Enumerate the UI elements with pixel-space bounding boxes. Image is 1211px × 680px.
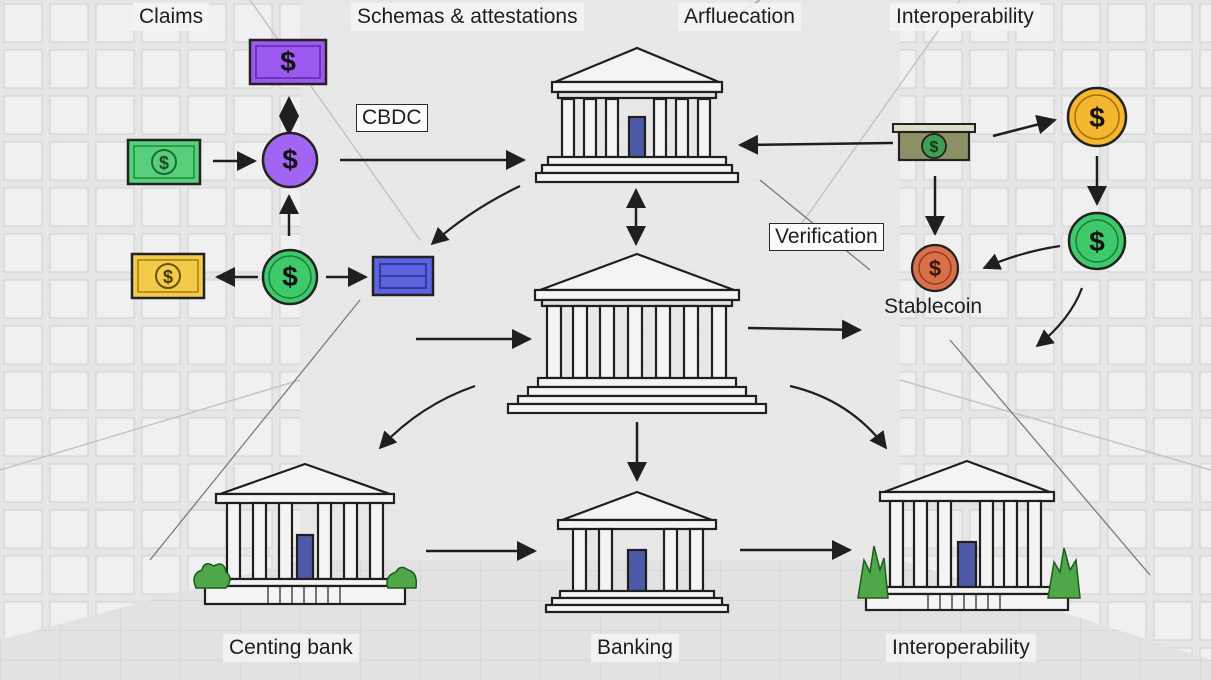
green-dollar-coin-icon [261,248,319,306]
arrow-note-to-orange-coin [992,114,1057,138]
central-bank-building-icon [506,252,768,415]
right-green-dollar-coin-icon [1067,211,1127,271]
top-bank-building-icon [534,46,740,184]
arrow-right-note-to-top-bank [738,134,894,155]
left-bank-shrub-icon [193,563,418,589]
label-cbdc: CBDC [356,104,428,132]
right-bank-building-icon [864,459,1070,612]
arrow-central-to-right-bank [789,384,888,450]
label-interoperability-top: Interoperability [890,3,1040,31]
arrow-central-bank-right [747,319,862,340]
right-bank-shrub-icon [857,545,1081,599]
middle-bank-building-icon [544,490,730,614]
label-verification: Verification [769,223,884,251]
arrow-green-coin-down [1035,287,1084,348]
purple-banknote-icon [248,38,328,86]
label-stablecoin: Stablecoin [884,295,983,318]
label-claims: Claims [133,3,210,31]
svg-text:$: $ [929,256,941,281]
arrow-top-bank-to-card [430,185,521,246]
svg-text:$: $ [159,153,169,173]
svg-text:$: $ [163,267,173,287]
label-schemas-attestations: Schemas & attestations [351,3,584,31]
label-interoperability-bottom: Interoperability [886,634,1036,662]
green-banknote-icon: $ [126,138,202,186]
blue-card-icon [371,255,435,297]
dark-green-banknote-icon: $ [892,123,976,162]
arrow-green-coin-to-stablecoin [982,244,1061,270]
orange-dollar-coin-icon [1066,86,1128,148]
yellow-banknote-icon: $ [130,252,206,300]
label-centing-bank: Centing bank [223,634,359,662]
label-arfluecation: Arfluecation [678,3,801,31]
purple-dollar-coin-icon [261,131,319,189]
stablecoin-coin-icon: $ [910,243,960,293]
label-banking: Banking [591,634,679,662]
svg-text:$: $ [930,139,939,156]
arrow-central-to-left-bank [378,384,476,450]
left-bank-building-icon [203,462,407,606]
